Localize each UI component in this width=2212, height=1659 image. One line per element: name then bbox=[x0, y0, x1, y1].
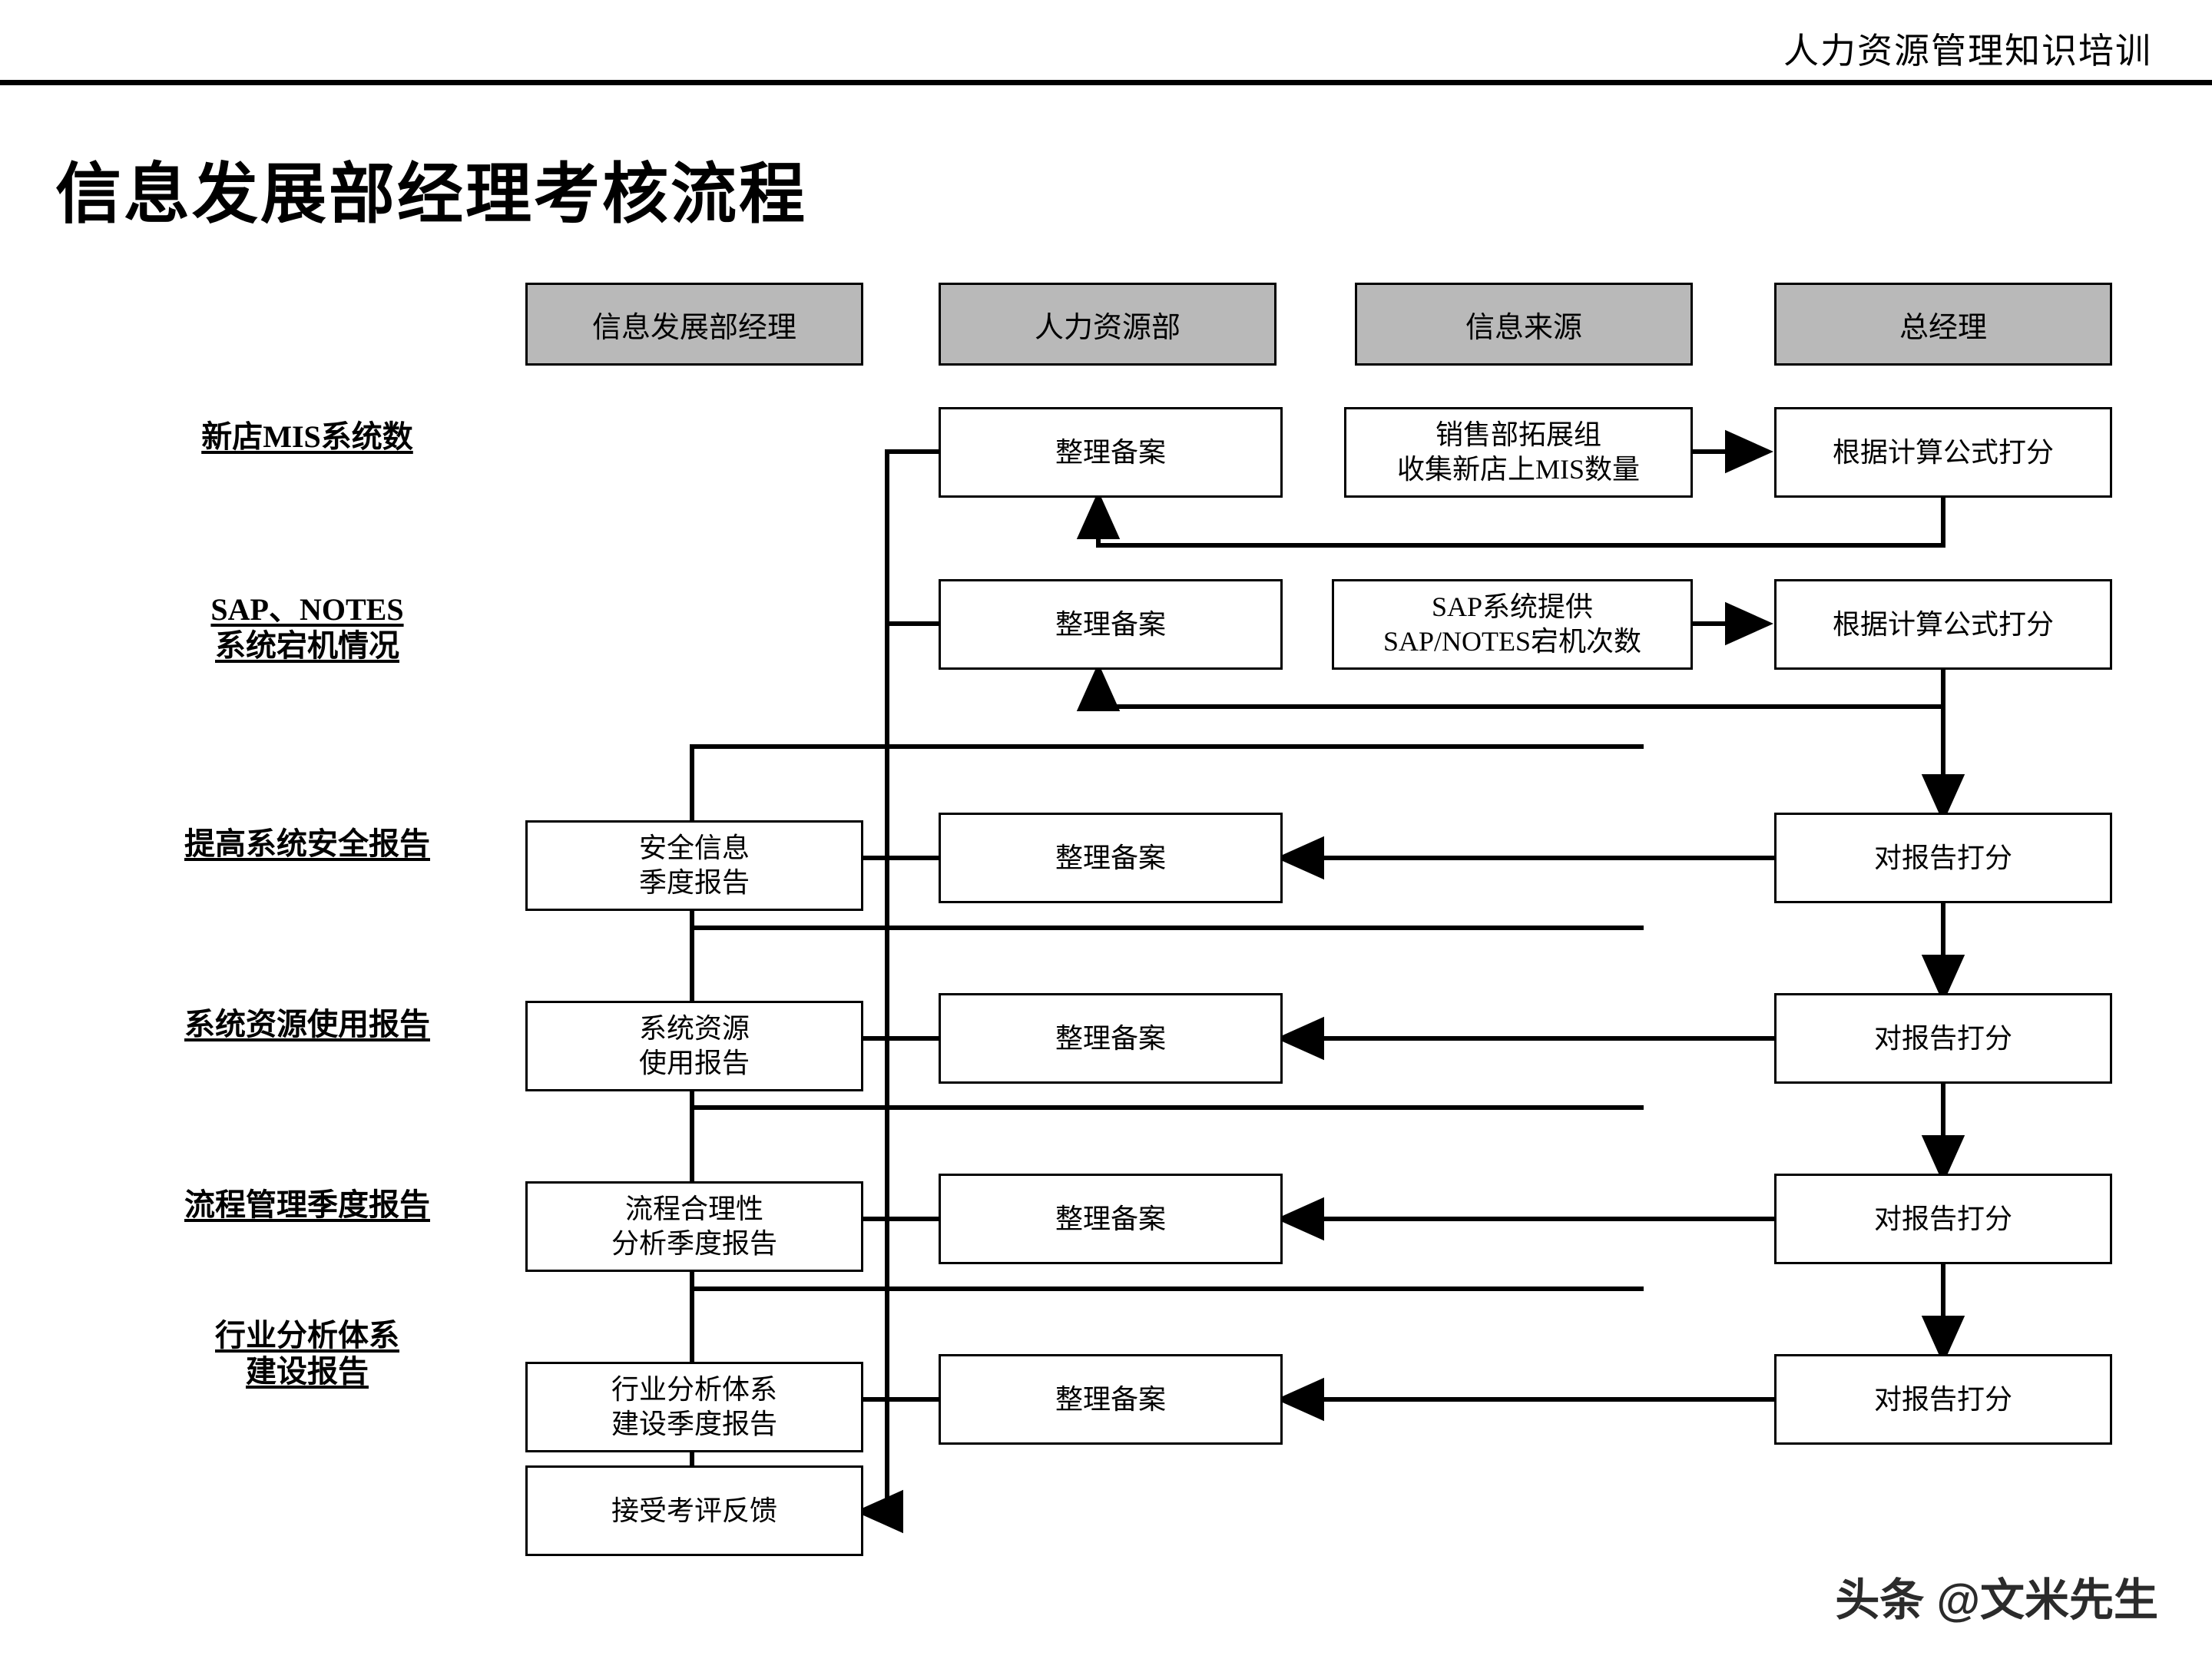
node-line: 整理备案 bbox=[1055, 608, 1166, 640]
node-line: 对报告打分 bbox=[1873, 842, 2012, 873]
wire-report4-riser bbox=[690, 926, 1644, 1001]
node-line: SAP系统提供 bbox=[1431, 591, 1594, 622]
node-line: 分析季度报告 bbox=[611, 1228, 777, 1259]
node-line: 使用报告 bbox=[638, 1048, 750, 1078]
page-header: 人力资源管理知识培训 bbox=[0, 0, 2212, 85]
wire-report6-riser bbox=[690, 1286, 1644, 1362]
node-file-record-5: 整理备案 bbox=[939, 1174, 1283, 1264]
wire-file-spine-to-feedback bbox=[855, 449, 939, 1534]
node-score-report-6: 对报告打分 bbox=[1774, 1354, 2112, 1445]
wire-score2-to-file2 bbox=[1076, 663, 1945, 711]
node-line: SAP/NOTES宕机次数 bbox=[1382, 626, 1642, 657]
node-line: 销售部拓展组 bbox=[1435, 419, 1601, 450]
node-receive-feedback: 接受考评反馈 bbox=[525, 1465, 863, 1556]
node-file-record-6: 整理备案 bbox=[939, 1354, 1283, 1445]
wire-report3-riser bbox=[690, 744, 1644, 820]
row-caption-line: 系统宕机情况 bbox=[215, 628, 399, 664]
node-line: 整理备案 bbox=[1055, 1203, 1166, 1234]
lane-header-info-dev-manager: 信息发展部经理 bbox=[525, 283, 863, 366]
node-report-process: 流程合理性 分析季度报告 bbox=[525, 1181, 863, 1272]
watermark: 头条 @文米先生 bbox=[1835, 1575, 2158, 1625]
node-score-report-4: 对报告打分 bbox=[1774, 993, 2112, 1084]
lane-header-label: 人力资源部 bbox=[1034, 311, 1181, 344]
node-report-resource: 系统资源 使用报告 bbox=[525, 1001, 863, 1091]
row-caption-line: 流程管理季度报告 bbox=[184, 1187, 430, 1222]
node-score-report-5: 对报告打分 bbox=[1774, 1174, 2112, 1264]
page-title: 信息发展部经理考核流程 bbox=[55, 157, 807, 231]
node-score-report-3: 对报告打分 bbox=[1774, 813, 2112, 903]
node-line: 根据计算公式打分 bbox=[1832, 436, 2054, 468]
node-line: 整理备案 bbox=[1055, 842, 1166, 873]
header-divider bbox=[0, 80, 2212, 85]
node-line: 整理备案 bbox=[1055, 1383, 1166, 1415]
row-caption-line: 系统资源使用报告 bbox=[184, 1007, 430, 1041]
lane-header-info-source: 信息来源 bbox=[1355, 283, 1693, 366]
lane-header-label: 信息发展部经理 bbox=[591, 311, 796, 344]
node-line: 收集新店上MIS数量 bbox=[1396, 454, 1641, 485]
node-line: 对报告打分 bbox=[1873, 1383, 2012, 1415]
row-caption-line: 行业分析体系 bbox=[215, 1318, 399, 1353]
node-score-formula-1: 根据计算公式打分 bbox=[1774, 407, 2112, 498]
wire-report5-riser bbox=[690, 1105, 1644, 1181]
row-caption-resource-report: 系统资源使用报告 bbox=[123, 1006, 492, 1042]
row-caption-line: 建设报告 bbox=[246, 1354, 369, 1389]
row-caption-line: 新店MIS系统数 bbox=[201, 419, 413, 454]
node-line: 季度报告 bbox=[638, 867, 750, 898]
lane-header-general-manager: 总经理 bbox=[1774, 283, 2112, 366]
lane-header-label: 信息来源 bbox=[1465, 311, 1582, 344]
node-line: 对报告打分 bbox=[1873, 1022, 2012, 1054]
lane-header-hr-department: 人力资源部 bbox=[939, 283, 1277, 366]
node-source-sap-notes: SAP系统提供 SAP/NOTES宕机次数 bbox=[1332, 579, 1693, 670]
node-source-new-store-mis: 销售部拓展组 收集新店上MIS数量 bbox=[1344, 407, 1693, 498]
node-report-security: 安全信息 季度报告 bbox=[525, 820, 863, 911]
node-line: 建设季度报告 bbox=[611, 1409, 777, 1439]
node-line: 安全信息 bbox=[638, 833, 750, 863]
node-line: 根据计算公式打分 bbox=[1832, 608, 2054, 640]
node-score-formula-2: 根据计算公式打分 bbox=[1774, 579, 2112, 670]
node-line: 流程合理性 bbox=[624, 1194, 763, 1224]
row-caption-process-report: 流程管理季度报告 bbox=[123, 1187, 492, 1223]
node-line: 行业分析体系 bbox=[611, 1374, 777, 1405]
node-line: 整理备案 bbox=[1055, 1022, 1166, 1054]
lane-header-label: 总经理 bbox=[1899, 311, 1987, 344]
header-title: 人力资源管理知识培训 bbox=[1783, 31, 2152, 71]
node-line: 系统资源 bbox=[638, 1013, 750, 1044]
row-caption-line: SAP、NOTES bbox=[210, 592, 404, 627]
node-line: 接受考评反馈 bbox=[611, 1495, 777, 1526]
node-line: 整理备案 bbox=[1055, 436, 1166, 468]
node-file-record-4: 整理备案 bbox=[939, 993, 1283, 1084]
row-caption-industry-report: 行业分析体系 建设报告 bbox=[123, 1317, 492, 1389]
row-caption-sap-notes-downtime: SAP、NOTES 系统宕机情况 bbox=[123, 591, 492, 664]
node-file-record-3: 整理备案 bbox=[939, 813, 1283, 903]
row-caption-security-report: 提高系统安全报告 bbox=[123, 826, 492, 862]
node-report-industry: 行业分析体系 建设季度报告 bbox=[525, 1362, 863, 1452]
node-file-record-2: 整理备案 bbox=[939, 579, 1283, 670]
row-caption-line: 提高系统安全报告 bbox=[184, 826, 430, 861]
row-caption-new-store-mis: 新店MIS系统数 bbox=[123, 419, 492, 455]
node-file-record-1: 整理备案 bbox=[939, 407, 1283, 498]
wire-score1-to-file1 bbox=[1076, 491, 1945, 548]
node-line: 对报告打分 bbox=[1873, 1203, 2012, 1234]
